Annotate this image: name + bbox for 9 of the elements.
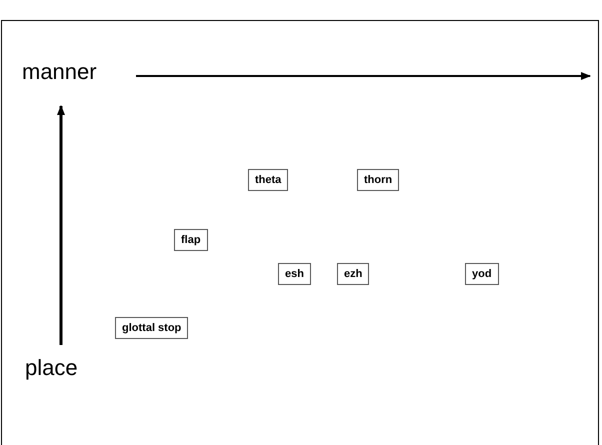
phoneme-box: yod	[465, 263, 499, 285]
phoneme-box: flap	[174, 229, 208, 251]
phoneme-box: ezh	[337, 263, 370, 285]
phoneme-box: esh	[278, 263, 311, 285]
phoneme-box: thorn	[357, 169, 400, 191]
horizontal-axis-label: manner	[22, 60, 97, 84]
phoneme-box: glottal stop	[115, 317, 188, 339]
phoneme-box: theta	[248, 169, 288, 191]
vertical-axis-label: place	[25, 356, 78, 380]
